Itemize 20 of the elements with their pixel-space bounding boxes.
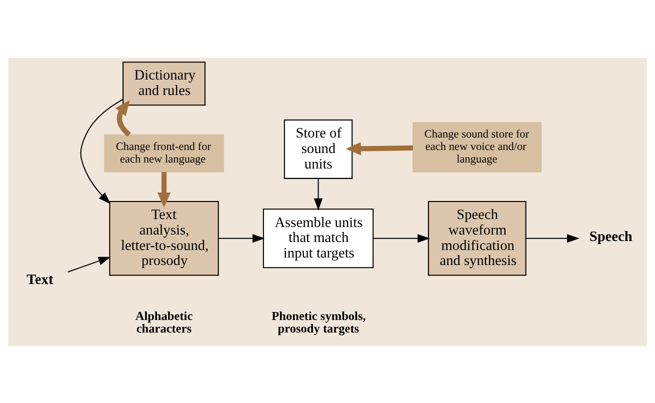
node-box: Change sound store for each new voice and/or language — [412, 122, 542, 172]
node-box: Text analysis, letter-to-sound, prosody — [109, 200, 219, 276]
node-box: Change front-end for each new language — [104, 134, 224, 172]
arrow — [526, 234, 580, 242]
arrow — [68, 256, 111, 272]
arrow — [218, 234, 265, 242]
node-box: Assemble units that match input targets — [262, 208, 374, 268]
node-text: Text — [26, 272, 54, 288]
label: Alphabetic characters — [135, 308, 193, 335]
arrow — [346, 142, 413, 155]
label: Phonetic symbols, prosody targets — [272, 308, 366, 335]
node-box: Dictionary and rules — [122, 61, 206, 106]
arrow — [157, 172, 171, 208]
node-box: Speech waveform modification and synthesis — [428, 200, 526, 276]
node-box: Store of sound units — [284, 119, 353, 178]
arrow — [314, 178, 323, 210]
arrow — [373, 234, 430, 242]
arrow — [80, 98, 123, 204]
arrow — [115, 100, 131, 136]
node-text: Speech — [589, 228, 632, 245]
